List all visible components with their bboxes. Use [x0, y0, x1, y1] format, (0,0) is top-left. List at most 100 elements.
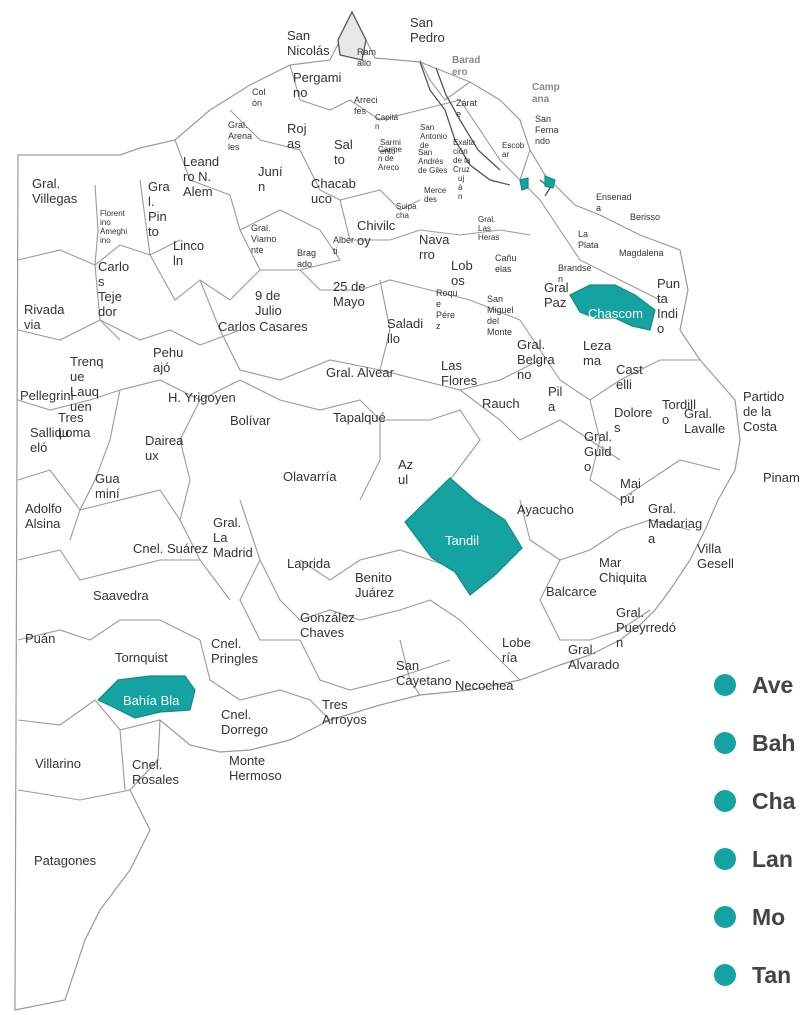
district-label-line: Rauch [482, 396, 520, 411]
district-label-line: Guid [584, 444, 611, 459]
district-label-gral-alvear: Gral. Alvear [326, 365, 395, 380]
district-label-line: no [293, 85, 307, 100]
district-label-line: La [213, 530, 228, 545]
district-label-line: Nicolás [287, 43, 330, 58]
district-label-h-yrigoyen: H. Yrigoyen [168, 390, 236, 405]
district-label-line: Gral. [517, 337, 545, 352]
district-label-line: Cañu [495, 253, 517, 263]
district-label-gral-alvarado: Gral.Alvarado [568, 642, 619, 672]
district-label-cnel-suarez: Cnel. Suárez [133, 541, 208, 556]
district-label-line: Costa [743, 419, 778, 434]
district-label-line: Pin [148, 209, 167, 224]
district-tandil[interactable] [404, 477, 523, 596]
district-label-line: Gral. [616, 605, 644, 620]
legend-item[interactable]: Tan [714, 946, 806, 1004]
district-label-pinamar: Pinam [763, 470, 800, 485]
district-label-line: Pueyrredó [616, 620, 676, 635]
district-label-line: San [287, 28, 310, 43]
district-label-line: uco [311, 191, 332, 206]
district-chascomus[interactable] [569, 284, 656, 331]
district-label-line: Belgra [517, 352, 555, 367]
district-label-laprida: Laprida [287, 556, 331, 571]
district-label-line: rro [419, 247, 435, 262]
district-label-line: o [657, 321, 664, 336]
district-label-line: a [548, 399, 556, 414]
district-label-line: to [148, 224, 159, 239]
district-label-line: Heras [478, 233, 499, 242]
district-label-line: Gua [95, 471, 120, 486]
district-label-line: Az [398, 457, 413, 472]
district-label-line: Linco [173, 238, 204, 253]
district-label-line: Pil [548, 384, 563, 399]
district-label-line: ul [398, 472, 408, 487]
district-label-line: fes [354, 106, 367, 116]
district-label-gral-villegas: Gral.Villegas [32, 176, 78, 206]
district-label-line: s [614, 420, 621, 435]
district-label-line: ento [380, 147, 396, 156]
district-label-cnel-rosales: Cnel.Rosales [132, 757, 179, 787]
district-label-line: elli [616, 377, 632, 392]
legend-item[interactable]: Ave [714, 656, 806, 714]
district-label-line: Magdalena [619, 248, 664, 258]
district-label-line: Juárez [355, 585, 394, 600]
district-label-line: ajó [153, 360, 170, 375]
district-label-line: Areco [378, 163, 399, 172]
legend-dot-icon [714, 790, 736, 812]
district-label-line: Carlo [98, 259, 129, 274]
district-label-line: Madrid [213, 545, 253, 560]
district-label-saavedra: Saavedra [93, 588, 149, 603]
legend-label: Tan [752, 961, 792, 988]
district-label-line: Arena [228, 131, 252, 141]
legend-dot-icon [714, 732, 736, 754]
district-label-necochea: Necochea [455, 678, 514, 693]
district-label-line: Pun [657, 276, 680, 291]
district-label-carlos-casares: Carlos Casares [218, 319, 308, 334]
district-label-line: Roqu [436, 288, 458, 298]
district-label-line: a [648, 531, 656, 546]
district-bahia-blanca[interactable] [96, 675, 196, 719]
district-label-line: Dolore [614, 405, 652, 420]
district-label-cnel-pringles: Cnel.Pringles [211, 636, 258, 666]
district-label-line: de la [743, 404, 772, 419]
legend-item[interactable]: Cha [714, 772, 806, 830]
legend-item[interactable]: Mo [714, 888, 806, 946]
district-label-line: ro N. [183, 169, 211, 184]
district-label-line: n de [378, 154, 394, 163]
district-label-line: Andrés [418, 157, 443, 166]
district-label-line: La [578, 229, 588, 239]
district-label-line: Monte [487, 327, 512, 337]
district-label-line: Indi [657, 306, 678, 321]
legend-item[interactable]: Bah [714, 714, 806, 772]
district-label-line: oy [357, 233, 371, 248]
district-label-line: Julio [255, 303, 282, 318]
district-label-line: Rivada [24, 302, 65, 317]
district-label-line: Escob [502, 141, 525, 150]
district-label-line: to [334, 152, 345, 167]
district-label-line: Saavedra [93, 588, 149, 603]
legend-item[interactable]: Lan [714, 830, 806, 888]
district-label-line: ux [145, 448, 159, 463]
district-label-tapalque: Tapalqué [333, 410, 386, 425]
district-label-line: Olavarría [283, 469, 337, 484]
district-label-line: San [396, 658, 419, 673]
district-label-line: n [258, 179, 265, 194]
district-label-pellegrini: Pellegrini [20, 388, 74, 403]
